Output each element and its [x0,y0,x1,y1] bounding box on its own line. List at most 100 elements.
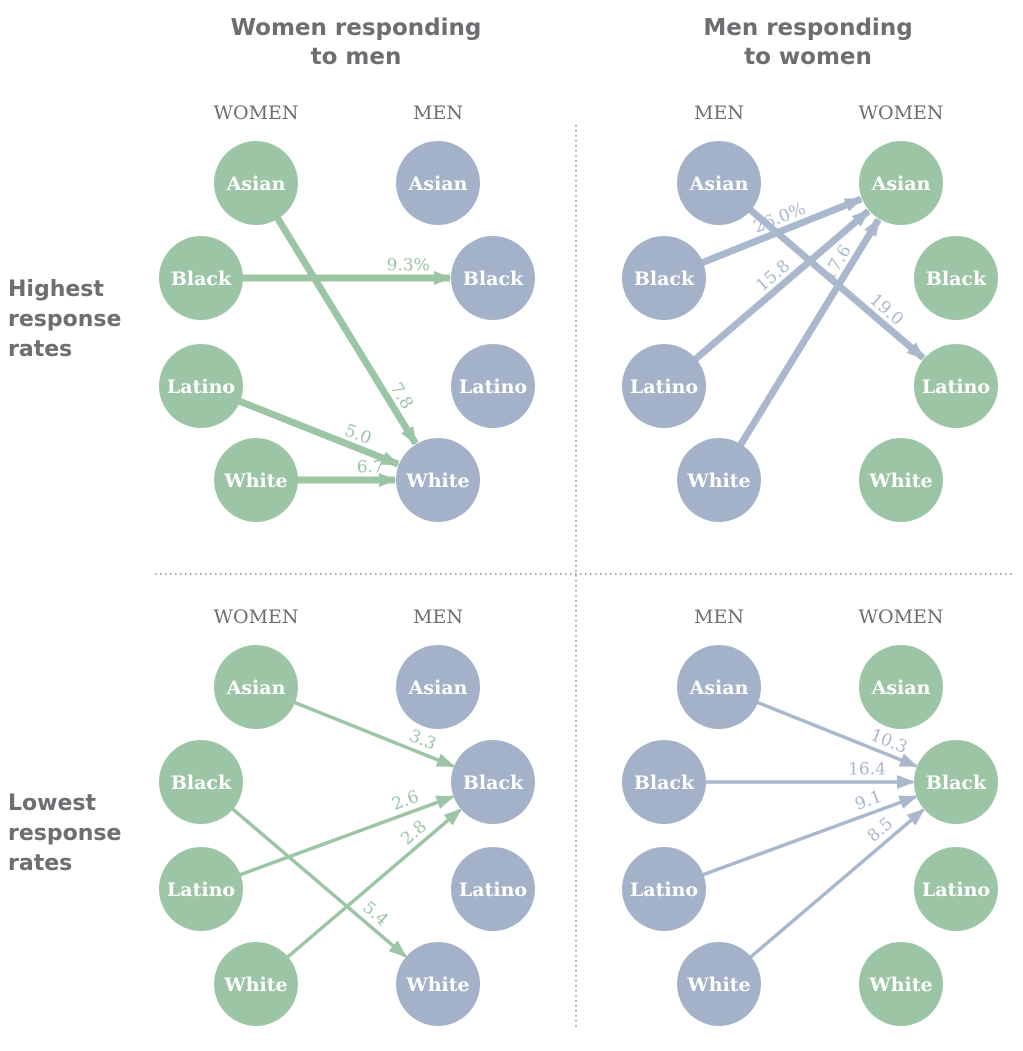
men-node-latino: Latino [622,847,706,931]
link-value-label: 8.5 [864,814,898,847]
node-label: Black [926,772,987,794]
node-label: Asian [226,677,286,699]
men-node-black: Black [451,740,535,824]
node-label: Latino [167,376,235,398]
link-latino-to-asian [692,208,871,363]
node-label: Latino [630,376,698,398]
node-label: Asian [689,173,749,195]
men-node-white: White [677,942,761,1026]
node-circle [214,645,298,729]
node-label: Latino [630,879,698,901]
men-node-asian: Asian [677,141,761,225]
women-node-black: Black [914,740,998,824]
node-circle [214,438,298,522]
node-circle [622,344,706,428]
men-node-black: Black [622,740,706,824]
men-node-latino: Latino [622,344,706,428]
node-label: Asian [226,173,286,195]
node-circle [396,141,480,225]
node-circle [677,438,761,522]
node-label: White [223,470,287,492]
men-to-women-title-line2: to women [744,44,872,70]
node-circle [677,645,761,729]
men-node-latino: Latino [451,344,535,428]
women-to-men-title-line1: Women responding [231,15,482,41]
link-asian-to-black [292,700,455,768]
column-header-men: MEN [694,102,744,124]
link-latino-to-black [700,795,918,877]
node-circle [396,942,480,1026]
men-node-asian: Asian [677,645,761,729]
node-circle [396,645,480,729]
node-circle [159,236,243,320]
lowest-rates-title-line2: response [8,821,121,846]
women-node-latino: Latino [914,847,998,931]
women-node-black: Black [159,236,243,320]
column-header-men: MEN [413,102,463,124]
node-label: Latino [922,879,990,901]
node-circle [451,344,535,428]
men-to-women-title-line1: Men responding [703,15,912,41]
link-white-to-asian [736,217,882,448]
link-asian-to-black [755,700,918,768]
link-black-to-white [230,806,407,958]
node-circle [622,740,706,824]
node-circle [451,847,535,931]
women-node-white: White [214,438,298,522]
node-label: Latino [459,376,527,398]
men-node-asian: Asian [396,141,480,225]
node-circle [914,344,998,428]
node-circle [396,438,480,522]
node-label: Black [926,268,987,290]
node-label: Black [634,268,695,290]
women-node-black: Black [159,740,243,824]
node-circle [677,942,761,1026]
node-circle [859,141,943,225]
node-label: Latino [922,376,990,398]
men-node-black: Black [451,236,535,320]
node-circle [159,344,243,428]
node-label: Black [171,268,232,290]
node-circle [622,236,706,320]
link-asian-to-white [273,215,419,446]
men-node-white: White [396,942,480,1026]
node-circle [677,141,761,225]
node-label: White [405,470,469,492]
node-label: Asian [408,677,468,699]
women-node-white: White [859,438,943,522]
highest-rates-title-line2: response [8,307,121,332]
node-label: White [868,974,932,996]
men-node-white: White [677,438,761,522]
node-circle [159,740,243,824]
link-value-label: 6.7 [357,458,384,478]
highest-rates-title-line1: Highest [8,277,104,302]
node-label: Asian [408,173,468,195]
men-node-black: Black [622,236,706,320]
lowest-rates-title-line3: rates [8,851,72,876]
column-header-women: WOMEN [213,102,298,124]
women-to-men-title-line2: to men [311,44,402,70]
women-node-black: Black [914,236,998,320]
node-label: White [223,974,287,996]
lowest-rates-title-line1: Lowest [8,791,96,816]
node-circle [451,740,535,824]
node-circle [214,942,298,1026]
link-latino-to-white [236,397,400,468]
women-node-asian: Asian [214,141,298,225]
women-node-asian: Asian [214,645,298,729]
women-node-asian: Asian [859,645,943,729]
link-black-to-asian [699,195,863,267]
women-node-latino: Latino [159,847,243,931]
node-label: Latino [459,879,527,901]
node-label: White [868,470,932,492]
highest-rates-title-line3: rates [8,337,72,362]
node-label: White [405,974,469,996]
node-label: Asian [689,677,749,699]
link-latino-to-black [237,795,455,877]
node-label: Asian [871,677,931,699]
node-label: White [686,974,750,996]
